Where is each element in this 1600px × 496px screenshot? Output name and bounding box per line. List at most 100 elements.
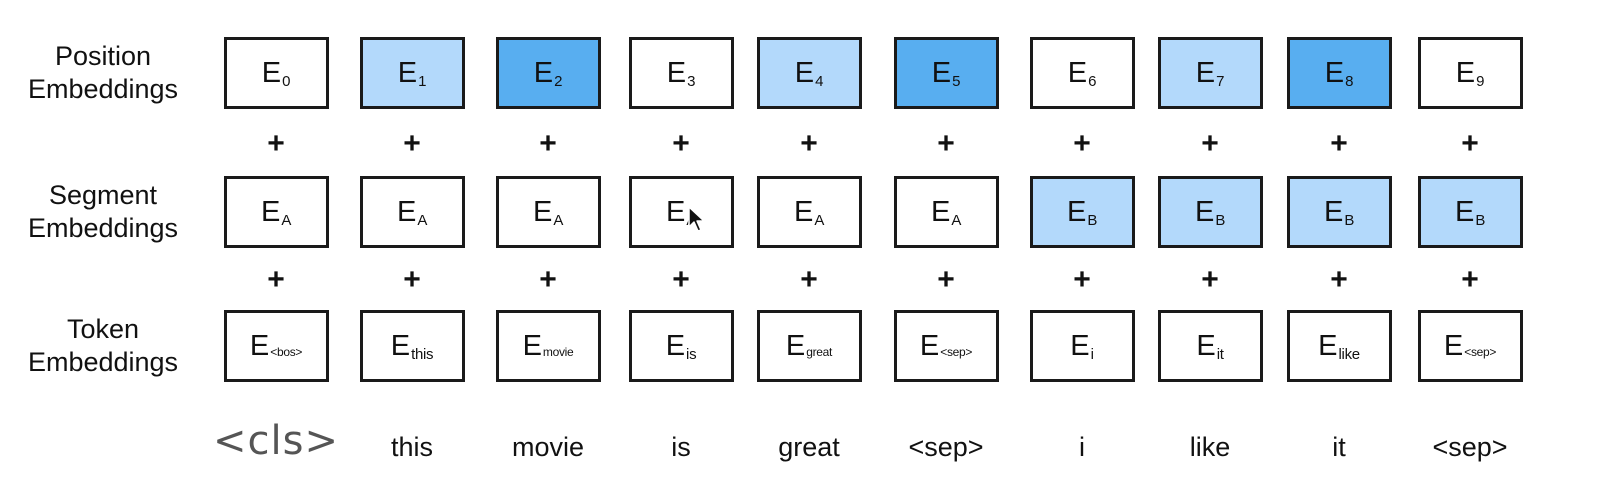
- embedding-symbol: E: [785, 329, 806, 362]
- plus-sign: +: [1461, 127, 1479, 160]
- embedding-symbol: E: [665, 329, 686, 362]
- token-label-line1: Token: [66, 314, 140, 344]
- embedding-symbol: E: [1066, 195, 1087, 228]
- embedding-symbol: E: [533, 56, 554, 89]
- embedding-symbol: E: [1196, 329, 1216, 362]
- embedding-subscript: movie: [542, 345, 574, 359]
- plus-sign: +: [1461, 263, 1479, 296]
- position-label-line2: Embeddings: [27, 74, 179, 104]
- input-token-word: <sep>: [908, 432, 984, 462]
- embedding-symbol: E: [1070, 329, 1090, 362]
- embedding-symbol: E: [794, 56, 815, 89]
- embedding-symbol: E: [919, 329, 940, 362]
- plus-sign: +: [1330, 263, 1348, 296]
- embedding-subscript: A: [281, 211, 292, 229]
- plus-sign: +: [539, 263, 557, 296]
- token-embedding-cell: E<sep>: [1417, 310, 1523, 382]
- input-token-word: i: [1079, 432, 1085, 462]
- input-token-word: it: [1332, 432, 1346, 462]
- plus-sign: +: [1201, 263, 1219, 296]
- embedding-subscript: 6: [1088, 72, 1097, 90]
- embedding-symbol: E: [261, 56, 282, 89]
- embedding-symbol: E: [1454, 195, 1475, 228]
- embedding-symbol: E: [793, 195, 814, 228]
- embedding-symbol: E: [931, 56, 952, 89]
- token-label-line2: Embeddings: [27, 347, 179, 377]
- segment-embedding-cell: EA: [628, 176, 734, 248]
- embedding-subscript: this: [411, 345, 434, 363]
- plus-sign: +: [1201, 127, 1219, 160]
- embedding-subscript: 9: [1476, 72, 1485, 90]
- embedding-subscript: 2: [554, 72, 563, 90]
- plus-sign: +: [800, 127, 818, 160]
- embedding-subscript: B: [1344, 211, 1355, 229]
- input-token-word: great: [778, 432, 840, 462]
- embedding-symbol: E: [1323, 195, 1344, 228]
- plus-sign: +: [1073, 127, 1091, 160]
- input-token-word: <cls>: [213, 418, 339, 464]
- embedding-symbol: E: [930, 195, 951, 228]
- embedding-subscript: 5: [952, 72, 961, 90]
- embedding-subscript: <sep>: [1464, 345, 1497, 359]
- input-token-word: <sep>: [1432, 432, 1508, 462]
- embedding-symbol: E: [1194, 195, 1215, 228]
- plus-sign: +: [1073, 263, 1091, 296]
- embedding-subscript: is: [686, 345, 697, 363]
- plus-sign: +: [267, 263, 285, 296]
- input-token-word: movie: [511, 432, 585, 462]
- segment-label-line2: Embeddings: [27, 213, 179, 243]
- embedding-symbol: E: [532, 195, 553, 228]
- embedding-symbol: E: [666, 56, 687, 89]
- embedding-symbol: E: [1195, 56, 1216, 89]
- segment-embeddings-label: Segment Embeddings: [0, 179, 206, 245]
- embedding-subscript: 4: [815, 72, 824, 90]
- token-embedding-cell: E<sep>: [893, 310, 999, 382]
- embedding-symbol: E: [1455, 56, 1476, 89]
- embedding-subscript: i: [1090, 345, 1094, 363]
- embedding-subscript: 1: [418, 72, 427, 90]
- embedding-subscript: like: [1338, 345, 1361, 363]
- embedding-symbol: E: [1318, 329, 1338, 362]
- embedding-subscript: A: [417, 211, 428, 229]
- embedding-subscript: <sep>: [940, 345, 973, 359]
- embedding-subscript: B: [1215, 211, 1226, 229]
- embedding-subscript: A: [814, 211, 825, 229]
- embedding-symbol: E: [390, 329, 411, 362]
- embedding-subscript: it: [1216, 345, 1224, 363]
- mouse-pointer-icon: [688, 206, 705, 232]
- embedding-symbol: E: [1443, 329, 1464, 362]
- embedding-subscript: B: [1475, 211, 1486, 229]
- plus-sign: +: [672, 127, 690, 160]
- token-embedding-cell: E<bos>: [223, 310, 329, 382]
- plus-sign: +: [937, 127, 955, 160]
- input-token-word: like: [1189, 432, 1231, 462]
- embedding-symbol: E: [1067, 56, 1088, 89]
- plus-sign: +: [403, 127, 421, 160]
- input-token-word: is: [671, 432, 691, 462]
- embedding-symbol: E: [249, 329, 270, 362]
